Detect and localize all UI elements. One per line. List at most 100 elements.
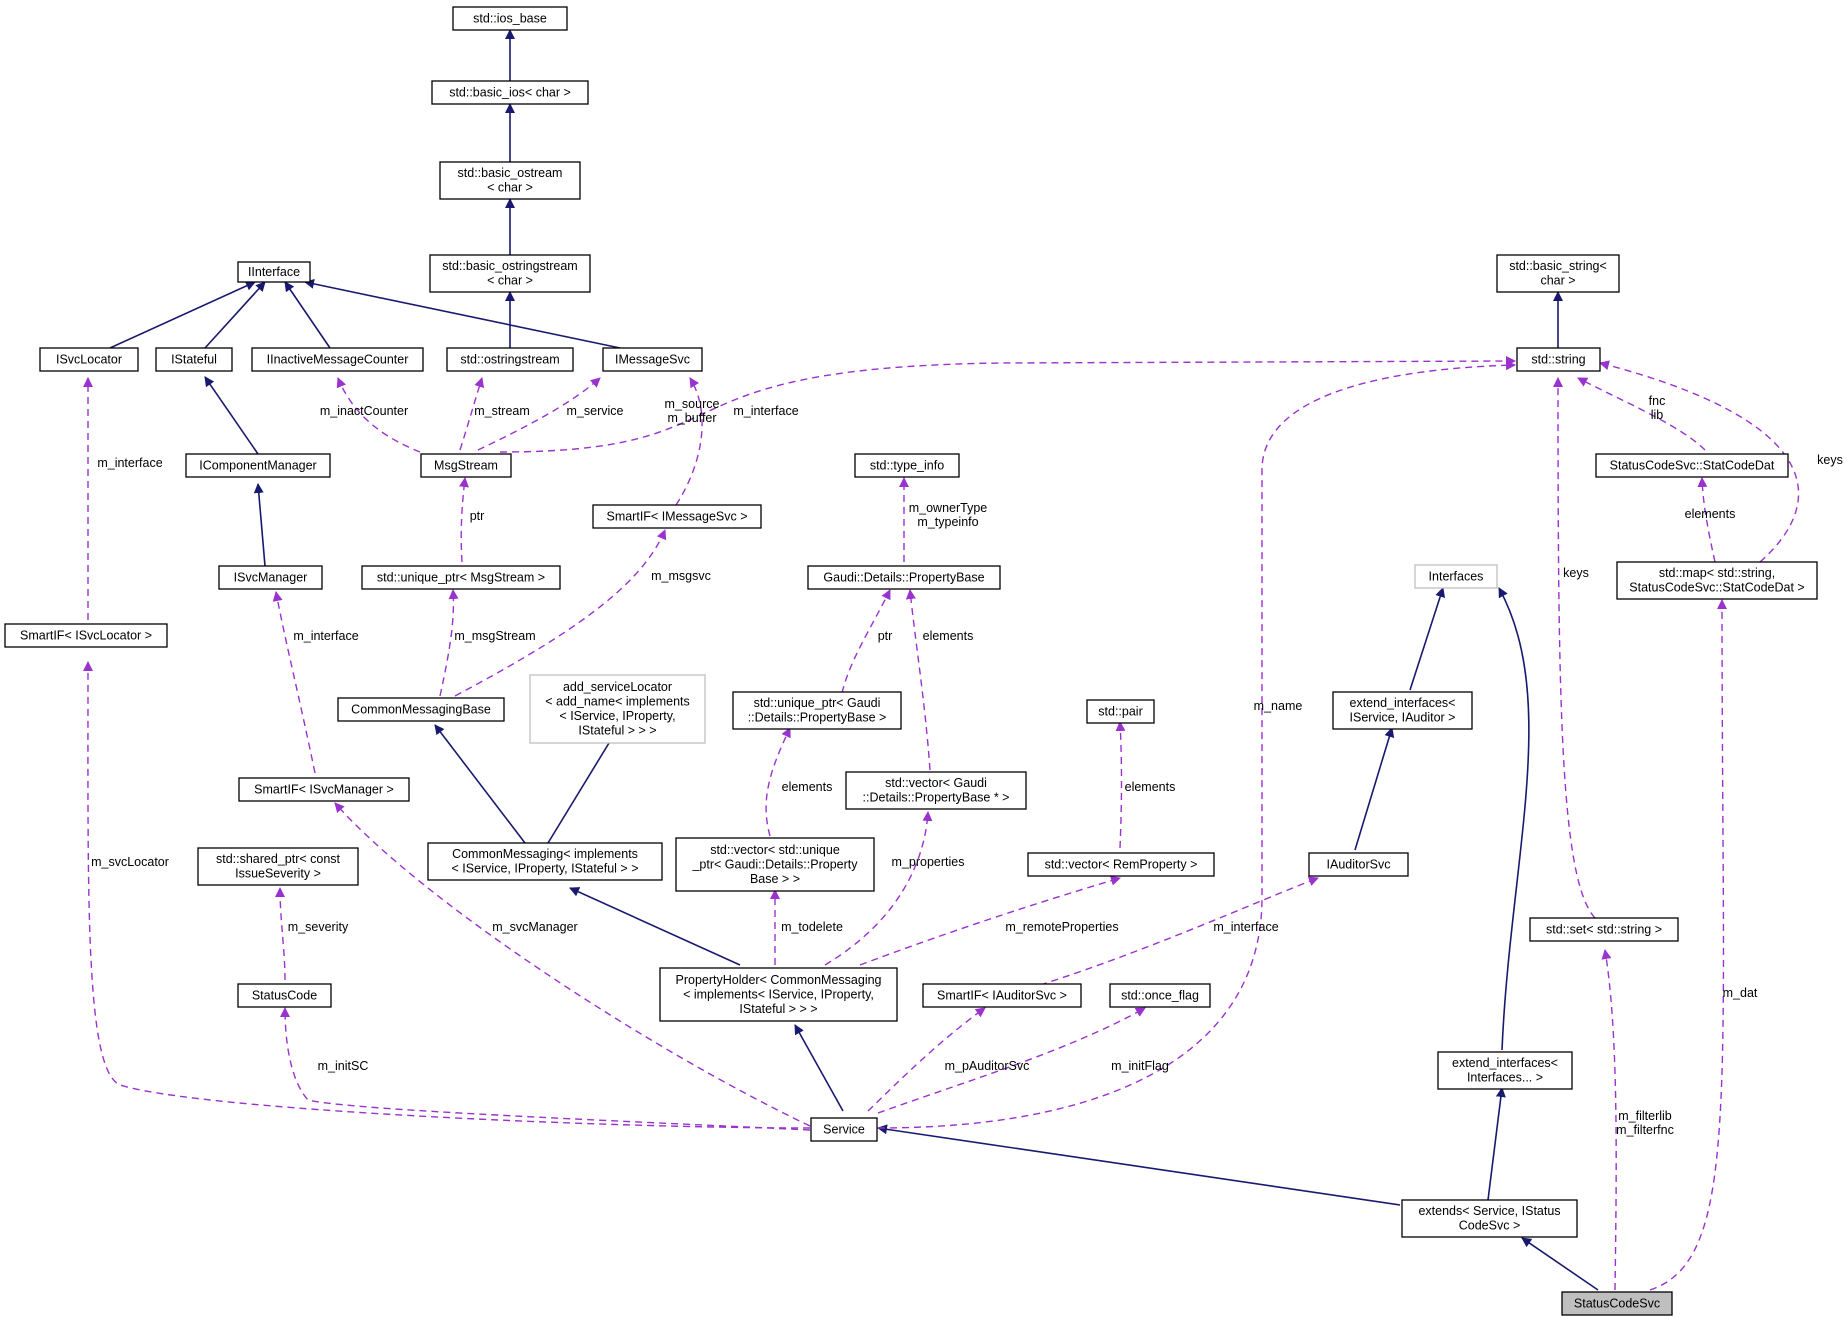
- edge-icomponentmanager-to-istateful: [204, 376, 259, 455]
- class-node-basic-ostringstream[interactable]: std::basic_ostringstream< char >: [429, 254, 591, 293]
- class-node-box: [1086, 699, 1155, 724]
- class-node-label-line: IService, IAuditor >: [1350, 711, 1456, 725]
- edge-service-svclocator: [82, 661, 811, 1129]
- class-node-statuscode[interactable]: StatusCode: [237, 983, 332, 1008]
- class-node-label-line: add_serviceLocator: [563, 680, 672, 694]
- edge-label-filterlib: m_filterlib: [1618, 1109, 1672, 1123]
- class-node-vector-propbase-ptr[interactable]: std::vector< Gaudi::Details::PropertyBas…: [845, 771, 1027, 810]
- class-node-label-line: std::set< std::string >: [1546, 922, 1662, 936]
- class-node-unique-ptr-propbase[interactable]: std::unique_ptr< Gaudi::Details::Propert…: [732, 691, 902, 730]
- class-node-commonmessagingbase[interactable]: CommonMessagingBase: [337, 697, 505, 722]
- class-node-box: [602, 347, 703, 372]
- class-node-label-line: IInactiveMessageCounter: [267, 352, 409, 366]
- edge-label-keys-set: keys: [1563, 566, 1589, 580]
- class-node-basic-ostream[interactable]: std::basic_ostream< char >: [439, 161, 581, 200]
- edge-msgstream-inactcounter: [336, 377, 421, 453]
- class-node-label-line: IInterface: [248, 265, 300, 279]
- class-node-extend-interfaces-isvc[interactable]: extend_interfaces<IService, IAuditor >: [1332, 691, 1473, 730]
- class-node-msgstream[interactable]: MsgStream: [420, 453, 512, 478]
- class-node-isvclocator[interactable]: ISvcLocator: [39, 347, 139, 372]
- edge-label-stream: m_stream: [474, 404, 530, 418]
- class-node-box: [1516, 347, 1601, 372]
- class-node-smartif-iauditorsvc[interactable]: SmartIF< IAuditorSvc >: [922, 983, 1082, 1008]
- class-node-add-servicelocator[interactable]: add_serviceLocator< add_name< implements…: [529, 674, 706, 744]
- edge-propbase-vector: [905, 589, 931, 771]
- class-node-smartif-isvclocator[interactable]: SmartIF< ISvcLocator >: [4, 623, 168, 648]
- class-node-label-line: char >: [1540, 274, 1575, 288]
- class-node-label-line: SmartIF< IAuditorSvc >: [937, 988, 1067, 1002]
- class-node-label-line: std::shared_ptr< const: [216, 852, 341, 866]
- class-node-iinterface[interactable]: IInterface: [237, 261, 311, 283]
- edge-label-interface-loc: m_interface: [97, 456, 162, 470]
- class-node-label-line: _ptr< Gaudi::Details::Property: [691, 857, 858, 871]
- class-node-imessagesvc[interactable]: IMessageSvc: [602, 347, 703, 372]
- class-node-statcodedat[interactable]: StatusCodeSvc::StatCodeDat: [1595, 453, 1789, 478]
- class-node-interfaces[interactable]: Interfaces: [1414, 564, 1498, 589]
- class-node-basic-string[interactable]: std::basic_string<char >: [1496, 254, 1620, 293]
- class-node-set-string[interactable]: std::set< std::string >: [1529, 917, 1679, 942]
- class-node-label-line: std::unique_ptr< Gaudi: [754, 696, 881, 710]
- class-node-label-line: ::Details::PropertyBase >: [748, 711, 887, 725]
- edge-auditor-interface: [1039, 876, 1319, 986]
- edge-service-to-propertyholder: [794, 1024, 844, 1112]
- edge-msgstream-source: [499, 356, 1516, 453]
- class-node-box: [431, 80, 589, 105]
- class-node-label-line: IStateful > > >: [739, 1002, 817, 1016]
- class-node-isvcmanager[interactable]: ISvcManager: [218, 565, 323, 590]
- class-node-label-line: SmartIF< IMessageSvc >: [606, 509, 747, 523]
- class-node-vector-unique-ptr[interactable]: std::vector< std::unique_ptr< Gaudi::Det…: [675, 837, 875, 892]
- class-node-label-line: std::vector< RemProperty >: [1045, 857, 1198, 871]
- class-node-label-line: extends< Service, IStatus: [1418, 1204, 1560, 1218]
- class-node-basic-ios[interactable]: std::basic_ios< char >: [431, 80, 589, 105]
- class-node-service[interactable]: Service: [810, 1117, 878, 1142]
- class-node-label-line: std::unique_ptr< MsgStream >: [377, 570, 545, 584]
- class-node-extend-interfaces-dots[interactable]: extend_interfaces<Interfaces... >: [1437, 1051, 1573, 1090]
- class-node-label-line: < char >: [487, 181, 533, 195]
- class-node-vector-remproperty[interactable]: std::vector< RemProperty >: [1027, 852, 1215, 877]
- class-node-once-flag[interactable]: std::once_flag: [1109, 983, 1211, 1008]
- class-node-label-line: < char >: [487, 274, 533, 288]
- edge-label-elements-uptr: elements: [782, 780, 833, 794]
- class-node-label-line: std::vector< Gaudi: [885, 776, 987, 790]
- class-node-box: [592, 504, 762, 529]
- class-node-smartif-isvcmanager[interactable]: SmartIF< ISvcManager >: [238, 777, 410, 802]
- class-node-propertyholder[interactable]: PropertyHolder< CommonMessaging< impleme…: [659, 967, 898, 1022]
- class-node-smartif-imessagesvc[interactable]: SmartIF< IMessageSvc >: [592, 504, 762, 529]
- edge-extend-interfaces-isvc-to-interfaces: [1409, 587, 1445, 691]
- class-node-iauditorsvc[interactable]: IAuditorSvc: [1308, 852, 1409, 877]
- class-node-istateful[interactable]: IStateful: [155, 347, 233, 372]
- class-node-box: [185, 453, 331, 478]
- class-node-label-line: std::type_info: [870, 458, 944, 472]
- class-node-type-info[interactable]: std::type_info: [854, 453, 960, 478]
- class-node-box: [446, 347, 574, 372]
- class-node-commonmessaging[interactable]: CommonMessaging< implements< IService, I…: [427, 842, 663, 881]
- inheritance-edges: [109, 29, 1599, 1291]
- class-node-box: [427, 842, 663, 881]
- class-node-box: [361, 565, 561, 590]
- class-node-box: [4, 623, 168, 648]
- class-node-label-line: IComponentManager: [199, 458, 316, 472]
- edge-label-inact: m_inactCounter: [320, 404, 408, 418]
- class-node-label-line: ISvcManager: [234, 570, 308, 584]
- class-node-ios-base[interactable]: std::ios_base: [452, 6, 568, 31]
- class-node-propertybase[interactable]: Gaudi::Details::PropertyBase: [807, 565, 1001, 590]
- class-node-iinactivemessagecounter[interactable]: IInactiveMessageCounter: [251, 347, 424, 372]
- class-node-unique-ptr-msgstream[interactable]: std::unique_ptr< MsgStream >: [361, 565, 561, 590]
- class-node-map-string-statcodedat[interactable]: std::map< std::string,StatusCodeSvc::Sta…: [1616, 561, 1818, 600]
- class-node-icomponentmanager[interactable]: IComponentManager: [185, 453, 331, 478]
- class-node-statuscodesvc[interactable]: StatusCodeSvc: [1561, 1291, 1673, 1316]
- class-node-label-line: std::basic_string<: [1509, 259, 1607, 273]
- class-node-label-line: IssueSeverity >: [235, 867, 321, 881]
- edge-service-name: [877, 360, 1516, 1129]
- class-node-pair[interactable]: std::pair: [1086, 699, 1155, 724]
- class-node-label-line: MsgStream: [434, 458, 498, 472]
- class-node-box: [337, 697, 505, 722]
- class-node-ostringstream[interactable]: std::ostringstream: [446, 347, 574, 372]
- class-node-label-line: Service: [823, 1122, 865, 1136]
- class-node-box: [1595, 453, 1789, 478]
- class-node-string[interactable]: std::string: [1516, 347, 1601, 372]
